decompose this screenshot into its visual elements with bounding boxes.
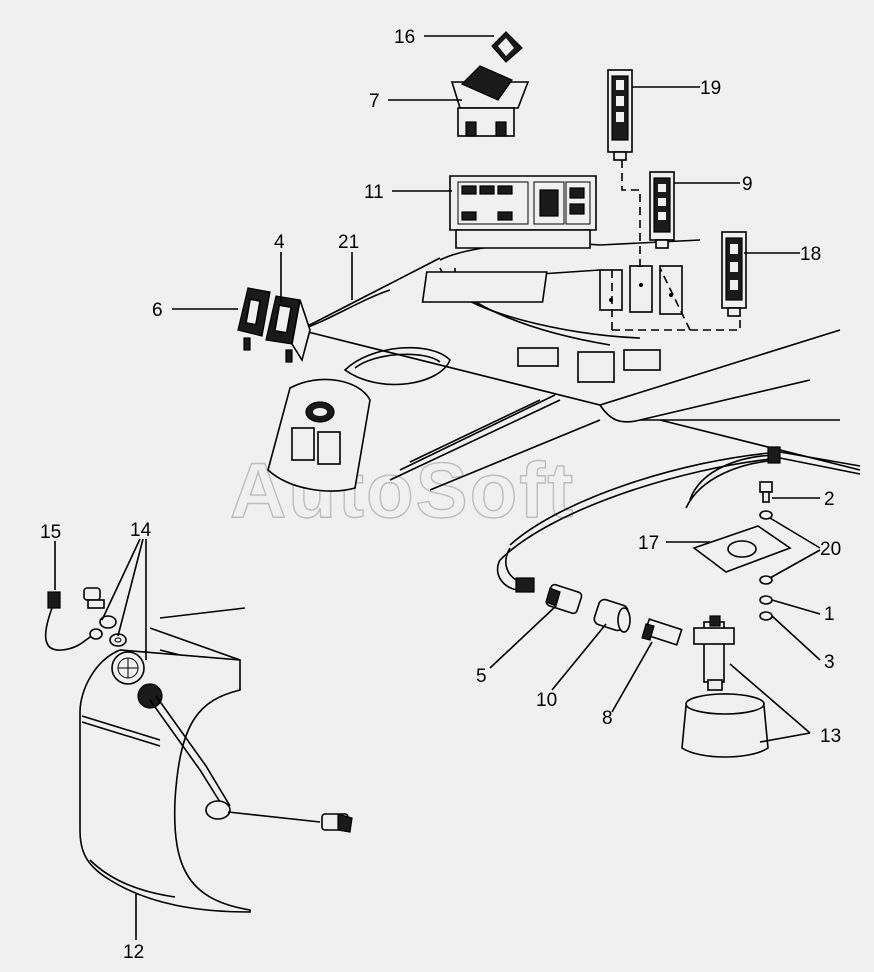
bracket-17 xyxy=(692,525,792,573)
callout-10: 10 xyxy=(536,690,557,711)
switch-module-19 xyxy=(607,69,633,161)
column-cover xyxy=(267,378,371,492)
callout-4: 4 xyxy=(274,232,285,253)
tee-13 xyxy=(693,615,735,691)
callout-12: 12 xyxy=(123,942,144,963)
callout-1: 1 xyxy=(824,604,835,625)
callout-13: 13 xyxy=(820,726,841,747)
callout-15: 15 xyxy=(40,522,61,543)
callout-20: 20 xyxy=(820,539,841,560)
callout-5: 5 xyxy=(476,666,487,687)
fuel-tank xyxy=(79,607,353,913)
nut-10 xyxy=(593,598,631,633)
callout-8: 8 xyxy=(602,708,613,729)
instrument-cluster xyxy=(449,175,597,249)
dashboard-panel xyxy=(299,160,861,491)
washer-reservoir-cap xyxy=(681,693,769,758)
rocker-switch xyxy=(450,31,530,137)
switch-module-18 xyxy=(721,231,747,317)
callout-labels: 16 7 19 11 9 4 21 18 6 2 15 14 17 20 1 3… xyxy=(40,27,841,963)
switch-module-9 xyxy=(649,171,675,249)
callout-11: 11 xyxy=(364,182,384,203)
callout-21: 21 xyxy=(338,232,359,253)
callout-6: 6 xyxy=(152,300,163,321)
fasteners xyxy=(759,481,773,621)
ground-wire xyxy=(44,587,127,651)
callout-16: 16 xyxy=(394,27,415,48)
callout-19: 19 xyxy=(700,78,721,99)
callout-9: 9 xyxy=(742,174,753,195)
callout-2: 2 xyxy=(824,489,835,510)
callout-7: 7 xyxy=(369,91,380,112)
callout-14: 14 xyxy=(130,520,152,541)
callout-3: 3 xyxy=(824,652,835,673)
callout-17: 17 xyxy=(638,533,659,554)
switch-pair xyxy=(237,287,311,363)
fitting-8 xyxy=(641,618,683,646)
callout-18: 18 xyxy=(800,244,821,265)
leader-lines xyxy=(54,35,821,940)
wiring-harness xyxy=(496,446,861,593)
